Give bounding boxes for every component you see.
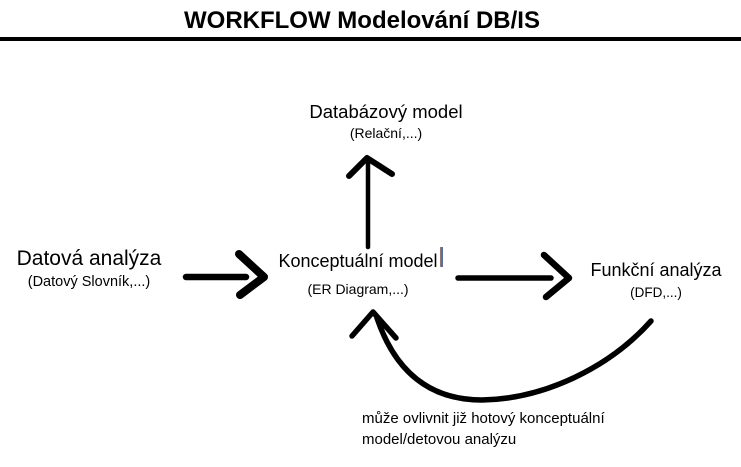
functional-analysis-label: Funkční analýza <box>590 260 722 280</box>
note-line-2: model/detovou analýzu <box>362 431 517 448</box>
data-analysis-sublabel: (Datový Slovník,...) <box>27 274 151 290</box>
node-database-model: Databázový model (Relační,...) <box>281 100 491 141</box>
arrow-data-to-conceptual <box>182 250 268 299</box>
data-analysis-label: Datová analýza <box>16 247 162 270</box>
arrow-feedback-functional-to-conceptual <box>349 309 654 403</box>
page-title: WORKFLOW Modelování DB/IS <box>184 7 540 34</box>
node-functional-analysis: Funkční analýza (DFD,...) <box>578 259 734 301</box>
conceptual-model-sublabel: (ER Diagram,...) <box>307 281 409 297</box>
text-cursor <box>440 247 443 267</box>
node-data-analysis: Datová analýza (Datový Slovník,...) <box>4 246 174 290</box>
arrow-conceptual-to-functional <box>455 251 573 301</box>
title-underline <box>0 37 741 41</box>
note-text: může ovlivnit již hotový konceptuální mo… <box>362 408 642 450</box>
database-model-label: Databázový model <box>309 101 463 122</box>
conceptual-model-label: Konceptuální model <box>278 251 438 271</box>
database-model-sublabel: (Relační,...) <box>349 125 423 141</box>
arrow-conceptual-to-database <box>346 155 395 250</box>
functional-analysis-sublabel: (DFD,...) <box>630 285 682 300</box>
node-conceptual-model: Konceptuální model (ER Diagram,...) <box>260 250 456 297</box>
note-line-1: může ovlivnit již hotový konceptuální <box>362 410 605 427</box>
